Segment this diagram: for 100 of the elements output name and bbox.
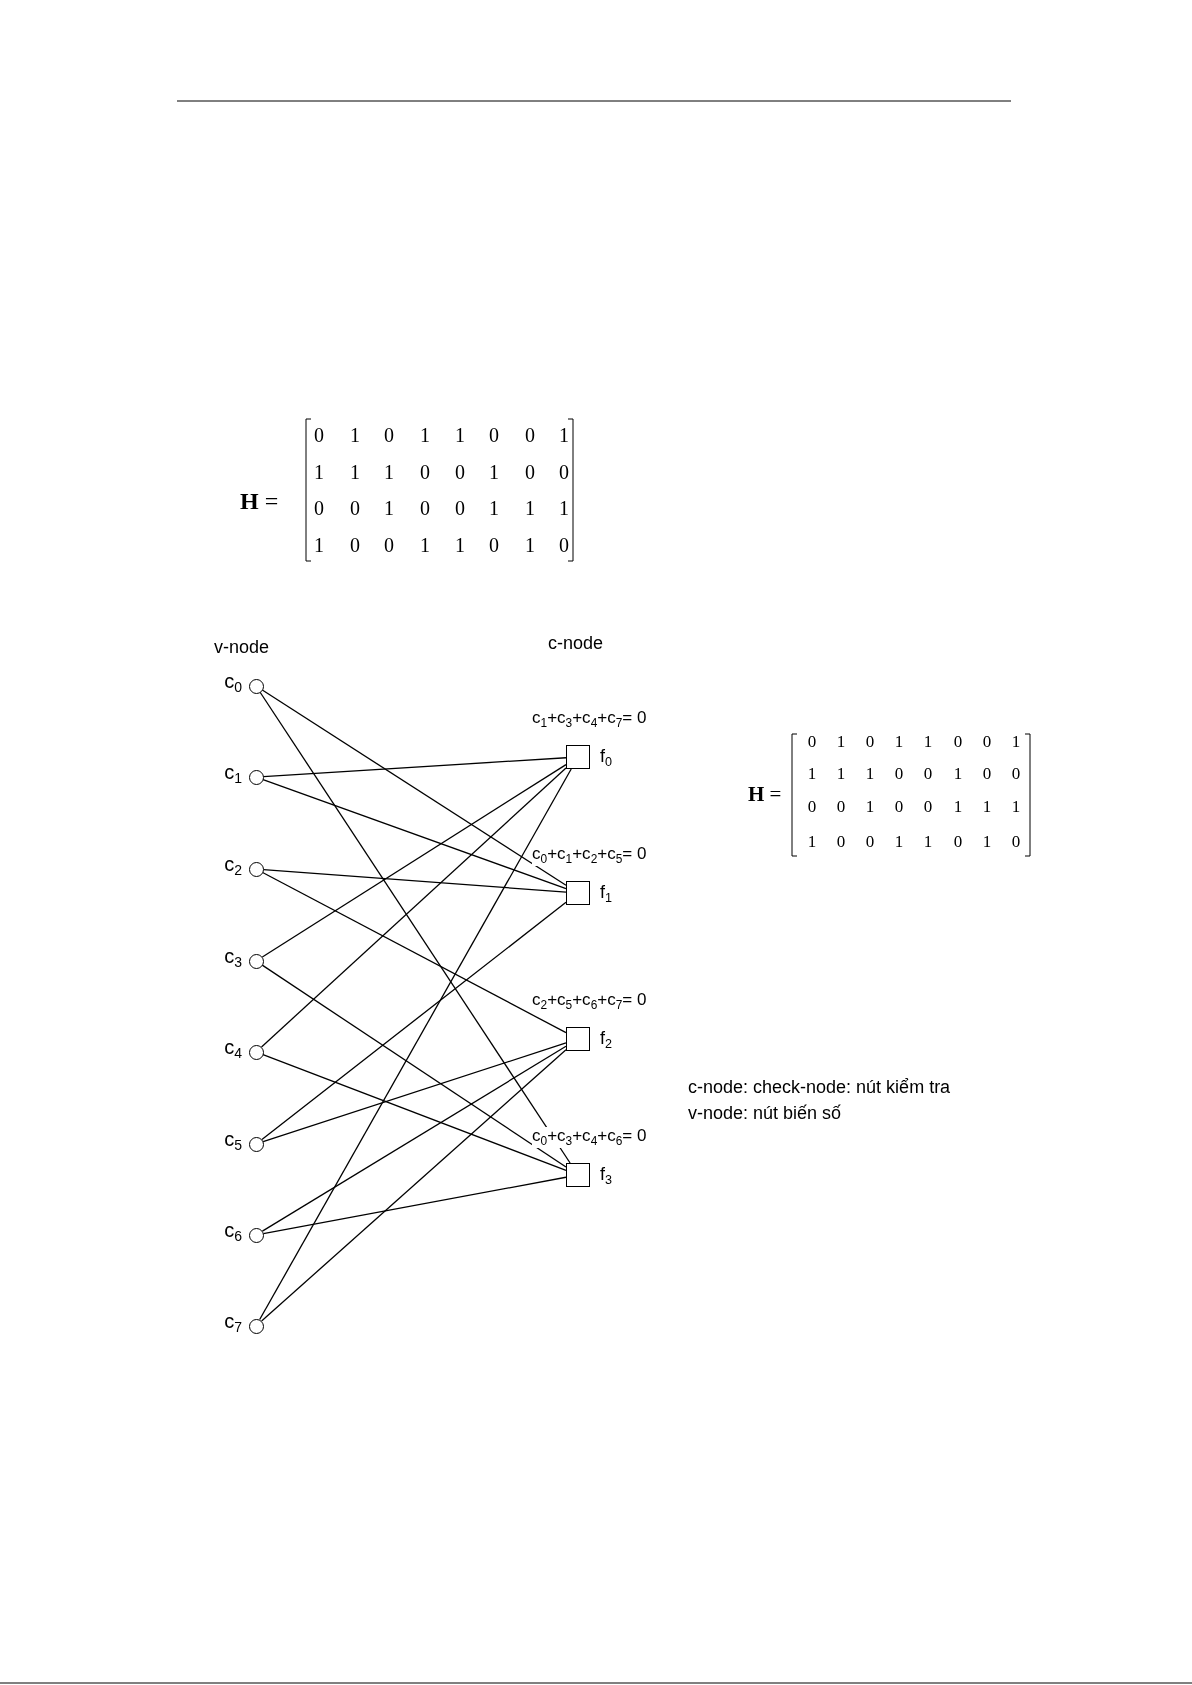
matrix-entry: 0 [384, 424, 394, 446]
matrix-entry: 1 [807, 765, 817, 784]
variable-label: c$_{3}$ [224, 945, 242, 971]
variable-label: c$_{5}$ [224, 1128, 242, 1154]
variable-node-circle [248, 1227, 264, 1243]
matrix-entry: 0 [865, 833, 875, 852]
matrix-name: H = [748, 783, 782, 807]
connection-line [262, 778, 567, 890]
matrix-entry: 0 [807, 733, 817, 752]
connection-line [262, 868, 567, 893]
connection-line [262, 871, 567, 1034]
variable-node-circle [248, 953, 264, 969]
parity-equation: c$_{2}$+c$_{5}$+c$_{6}$+c$_{7}$= 0 [532, 991, 647, 1012]
matrix-entry: 1 [1011, 798, 1021, 817]
variable-label: c$_{2}$ [224, 853, 242, 879]
matrix-entry: 0 [350, 534, 360, 556]
check-label: f$_{1}$ [600, 883, 613, 906]
matrix-entry: 0 [314, 424, 324, 446]
connection-line [262, 757, 567, 778]
check-node-square [566, 1027, 590, 1051]
connection-line [259, 691, 571, 1164]
matrix-entry: 1 [525, 534, 535, 556]
note-text: v-node: nút biến số [688, 1104, 842, 1124]
matrix-entry: 1 [314, 461, 324, 483]
matrix-entry: 1 [455, 424, 465, 446]
parity-equation: c$_{1}$+c$_{3}$+c$_{4}$+c$_{7}$= 0 [532, 709, 647, 730]
variable-node-circle [248, 1318, 264, 1334]
matrix-entry: 1 [807, 833, 817, 852]
connection-line [261, 964, 567, 1168]
variable-node-circle [248, 861, 264, 877]
matrix-entry: 1 [420, 424, 430, 446]
check-label: f$_{3}$ [600, 1165, 613, 1188]
matrix-entry: 1 [384, 497, 394, 519]
matrix-entry: 1 [455, 534, 465, 556]
matrix-entry: 1 [420, 534, 430, 556]
variable-node-circle [248, 769, 264, 785]
parity-equation: c$_{0}$+c$_{3}$+c$_{4}$+c$_{6}$= 0 [532, 1127, 647, 1148]
variable-label: c$_{7}$ [224, 1310, 242, 1336]
variable-node-circle [248, 678, 264, 694]
matrix-entry: 0 [836, 833, 846, 852]
matrix-entry: 0 [559, 461, 569, 483]
variable-node-circle [248, 1136, 264, 1152]
parity-equation: c$_{0}$+c$_{1}$+c$_{2}$+c$_{5}$= 0 [532, 845, 647, 866]
matrix-entry: 1 [923, 833, 933, 852]
matrix-entry: 1 [489, 461, 499, 483]
variable-label: c$_{0}$ [224, 670, 242, 696]
check-label: f$_{0}$ [600, 747, 613, 770]
connection-line [260, 767, 567, 1048]
check-node-square [566, 745, 590, 769]
matrix-entry: 0 [384, 534, 394, 556]
check-node-square [566, 1163, 590, 1187]
matrix-entry: 1 [894, 833, 904, 852]
matrix-entry: 1 [953, 798, 963, 817]
matrix-entry: 0 [836, 798, 846, 817]
column-heading: c-node [548, 634, 604, 654]
check-node-square [566, 881, 590, 905]
variable-node-circle [248, 1044, 264, 1060]
check-label: f$_{2}$ [600, 1029, 613, 1052]
note-text: c-node: check-node: nút kiểm tra [688, 1078, 951, 1098]
matrix-entry: 0 [350, 497, 360, 519]
matrix-entry: 0 [982, 733, 992, 752]
matrix-entry: 0 [455, 497, 465, 519]
matrix-entry: 0 [865, 733, 875, 752]
connection-line [262, 1042, 567, 1143]
connection-line [261, 689, 567, 886]
connection-line [262, 1054, 567, 1172]
matrix-entry: 1 [836, 733, 846, 752]
matrix-entry: 0 [1011, 833, 1021, 852]
matrix-entry: 1 [525, 497, 535, 519]
matrix-entry: 0 [894, 765, 904, 784]
connection-line [259, 768, 572, 1321]
matrix-entry: 0 [489, 534, 499, 556]
matrix-entry: 0 [525, 424, 535, 446]
matrix-entry: 0 [894, 798, 904, 817]
matrix-entry: 0 [420, 497, 430, 519]
variable-label: c$_{6}$ [224, 1219, 242, 1245]
matrix-entry: 0 [982, 765, 992, 784]
matrix-entry: 0 [559, 534, 569, 556]
matrix-entry: 0 [489, 424, 499, 446]
variable-label: c$_{1}$ [224, 761, 242, 787]
matrix-entry: 1 [384, 461, 394, 483]
matrix-entry: 1 [489, 497, 499, 519]
matrix-entry: 0 [420, 461, 430, 483]
matrix-entry: 1 [350, 461, 360, 483]
column-heading: v-node [214, 638, 270, 658]
matrix-entry: 1 [559, 497, 569, 519]
matrix-name: H = [240, 488, 279, 515]
matrix-entry: 0 [807, 798, 817, 817]
matrix-entry: 1 [836, 765, 846, 784]
matrix-entry: 1 [559, 424, 569, 446]
matrix-entry: 1 [953, 765, 963, 784]
matrix-entry: 0 [455, 461, 465, 483]
matrix-entry: 1 [894, 733, 904, 752]
matrix-entry: 1 [865, 765, 875, 784]
matrix-entry: 0 [953, 733, 963, 752]
matrix-entry: 1 [923, 733, 933, 752]
matrix-entry: 1 [1011, 733, 1021, 752]
connection-line [262, 1176, 567, 1235]
matrix-entry: 0 [314, 497, 324, 519]
connection-line [261, 1045, 567, 1232]
